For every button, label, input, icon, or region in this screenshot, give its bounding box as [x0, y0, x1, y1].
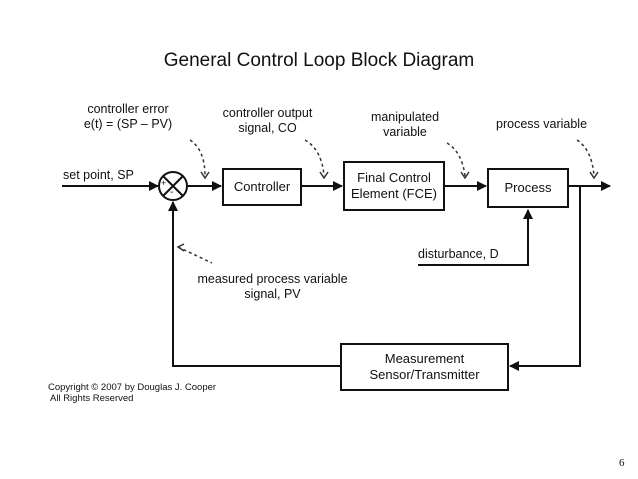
- disturbance-arrow: [418, 209, 533, 266]
- measurement-label-line1: Measurement: [384, 351, 465, 367]
- copyright-notice: Copyright © 2007 by Douglas J. Cooper Al…: [48, 382, 217, 405]
- controller-block: Controller: [222, 168, 302, 206]
- sum-plus-sign: +: [161, 178, 167, 188]
- fce-block: Final Control Element (FCE): [343, 161, 445, 211]
- process-block: Process: [487, 168, 569, 208]
- co-pointer: [304, 139, 325, 177]
- controller-label: Controller: [233, 179, 291, 195]
- diagram-title: General Control Loop Block Diagram: [163, 50, 475, 71]
- sum-minus-sign: -: [170, 187, 174, 198]
- fce-label-line1: Final Control: [357, 170, 431, 186]
- measurement-block: Measurement Sensor/Transmitter: [340, 343, 509, 391]
- measured-pointer: [177, 246, 213, 264]
- page-number: 6: [619, 457, 625, 469]
- disturbance-label: disturbance, D: [418, 247, 499, 261]
- fce-label-line2: Element (FCE): [351, 186, 437, 201]
- pv-pointer: [576, 139, 595, 177]
- measured-pv-label: measured process variable signal, PV: [197, 272, 348, 301]
- feedback-line: [168, 201, 340, 367]
- set-point-label: set point, SP: [63, 168, 134, 182]
- controller-error-label: controller error e(t) = (SP – PV): [83, 102, 173, 131]
- measurement-label-line2: Sensor/Transmitter: [369, 367, 480, 382]
- error-pointer: [189, 139, 206, 177]
- mv-pointer: [446, 142, 466, 177]
- pv-to-measurement: [509, 186, 581, 371]
- process-variable-label: process variable: [496, 117, 588, 131]
- controller-output-label: controller output signal, CO: [222, 106, 313, 135]
- process-label: Process: [504, 180, 552, 196]
- manipulated-variable-label: manipulated variable: [370, 110, 440, 139]
